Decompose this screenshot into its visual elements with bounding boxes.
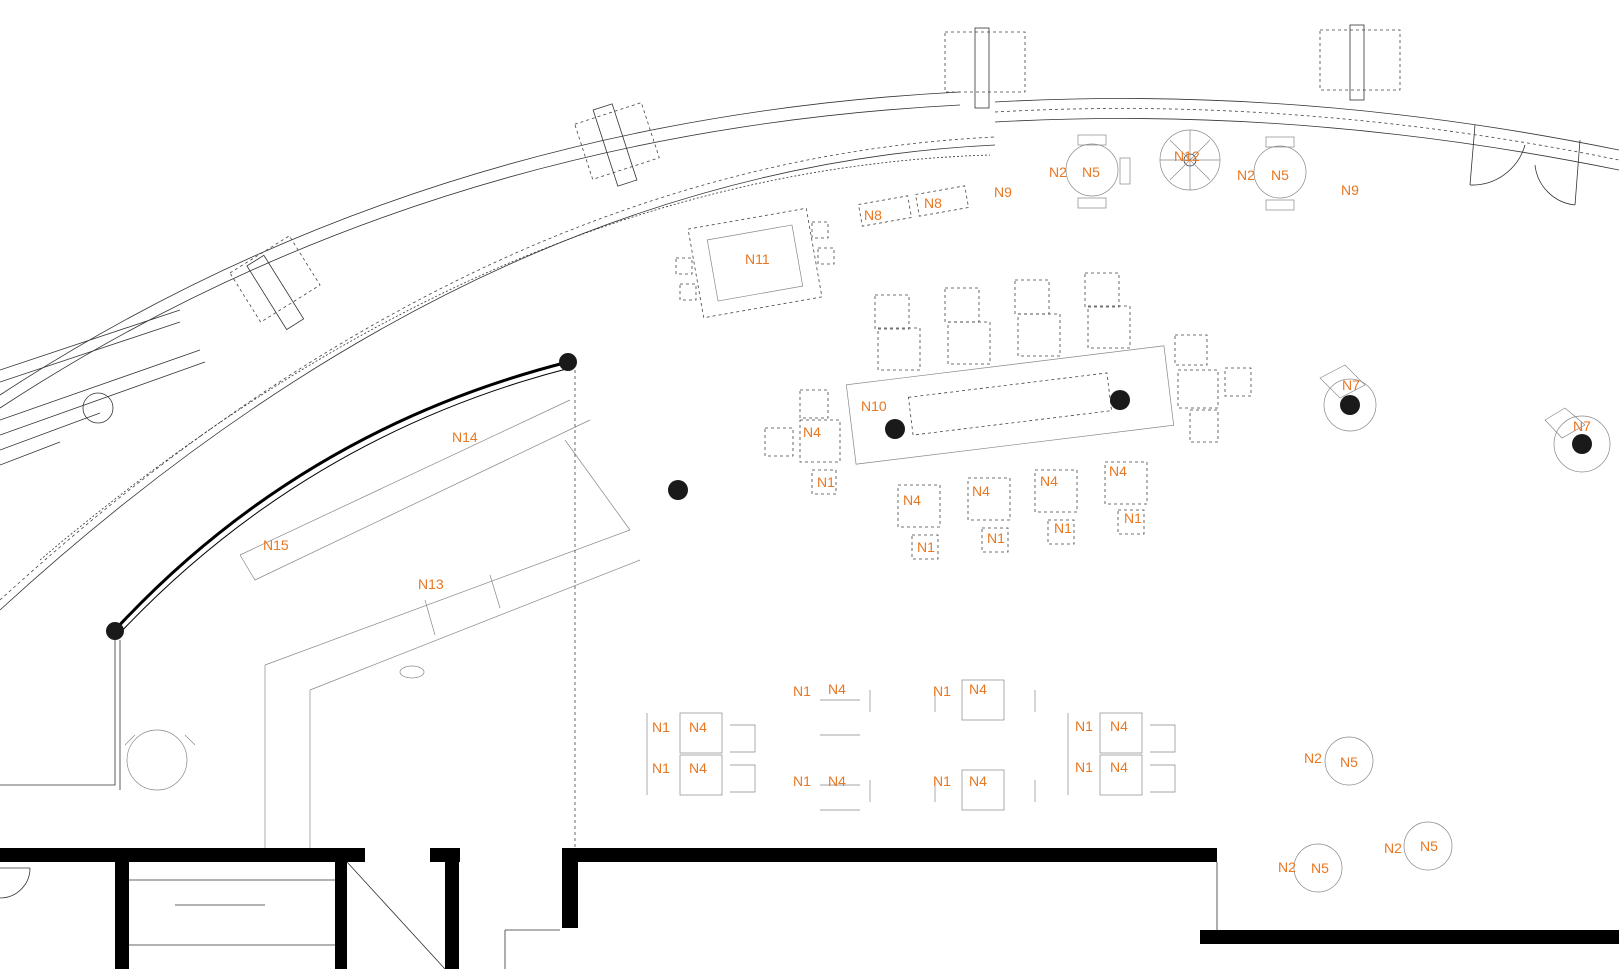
bench-n8 bbox=[858, 185, 969, 227]
label-n12: N12 bbox=[1174, 148, 1200, 164]
label-n2: N2 bbox=[1278, 859, 1296, 875]
label-n1: N1 bbox=[652, 719, 670, 735]
label-n4: N4 bbox=[1109, 463, 1127, 479]
label-n2: N2 bbox=[1304, 750, 1322, 766]
label-n2: N2 bbox=[1049, 164, 1067, 180]
label-n1: N1 bbox=[1054, 520, 1072, 536]
label-n1: N1 bbox=[933, 773, 951, 789]
counter-n13 bbox=[239, 370, 641, 848]
label-n1: N1 bbox=[793, 773, 811, 789]
label-n2: N2 bbox=[1237, 167, 1255, 183]
round-tables bbox=[1065, 129, 1453, 893]
label-n1: N1 bbox=[1075, 759, 1093, 775]
label-n2: N2 bbox=[1384, 840, 1402, 856]
left-stair bbox=[0, 309, 206, 466]
label-n4: N4 bbox=[828, 681, 846, 697]
columns bbox=[106, 353, 1592, 640]
label-n8: N8 bbox=[864, 207, 882, 223]
label-n4: N4 bbox=[689, 719, 707, 735]
label-n1: N1 bbox=[817, 474, 835, 490]
label-n7: N7 bbox=[1573, 418, 1591, 434]
label-n5: N5 bbox=[1082, 164, 1100, 180]
label-n4: N4 bbox=[803, 424, 821, 440]
label-n4: N4 bbox=[828, 773, 846, 789]
label-n4: N4 bbox=[969, 681, 987, 697]
label-n1: N1 bbox=[652, 760, 670, 776]
label-n1: N1 bbox=[917, 539, 935, 555]
label-n10: N10 bbox=[861, 398, 887, 414]
table-n10 bbox=[764, 272, 1252, 560]
label-n4: N4 bbox=[1110, 718, 1128, 734]
label-n8: N8 bbox=[924, 195, 942, 211]
armchairs-n7 bbox=[1319, 364, 1611, 473]
label-n1: N1 bbox=[933, 683, 951, 699]
label-n15: N15 bbox=[263, 537, 289, 553]
label-n1: N1 bbox=[987, 530, 1005, 546]
label-n5: N5 bbox=[1271, 167, 1289, 183]
label-n4: N4 bbox=[972, 483, 990, 499]
bottom-walls bbox=[0, 848, 1619, 969]
curved-partition-n15 bbox=[0, 360, 571, 790]
table-n11 bbox=[675, 207, 835, 319]
label-n5: N5 bbox=[1420, 838, 1438, 854]
curved-facade bbox=[0, 91, 1619, 611]
label-n9: N9 bbox=[994, 184, 1012, 200]
label-n5: N5 bbox=[1311, 860, 1329, 876]
label-n13: N13 bbox=[418, 576, 444, 592]
label-n5: N5 bbox=[1340, 754, 1358, 770]
label-n7: N7 bbox=[1342, 377, 1360, 393]
label-n1: N1 bbox=[1075, 718, 1093, 734]
entrance-door bbox=[1469, 124, 1581, 206]
lower-tables bbox=[124, 679, 1176, 811]
label-n4: N4 bbox=[689, 760, 707, 776]
label-n1: N1 bbox=[793, 683, 811, 699]
label-n4: N4 bbox=[903, 492, 921, 508]
label-n9: N9 bbox=[1341, 182, 1359, 198]
facade-mullions bbox=[229, 24, 1401, 331]
label-n4: N4 bbox=[1040, 473, 1058, 489]
label-n14: N14 bbox=[452, 429, 478, 445]
label-n4: N4 bbox=[969, 773, 987, 789]
label-n4: N4 bbox=[1110, 759, 1128, 775]
label-n11: N11 bbox=[745, 251, 770, 267]
label-n1: N1 bbox=[1124, 510, 1142, 526]
item-labels: N1 N1 N1 N1 N1 N1 N1 N1 N1 N1 N1 N1 N1 N… bbox=[263, 148, 1591, 876]
